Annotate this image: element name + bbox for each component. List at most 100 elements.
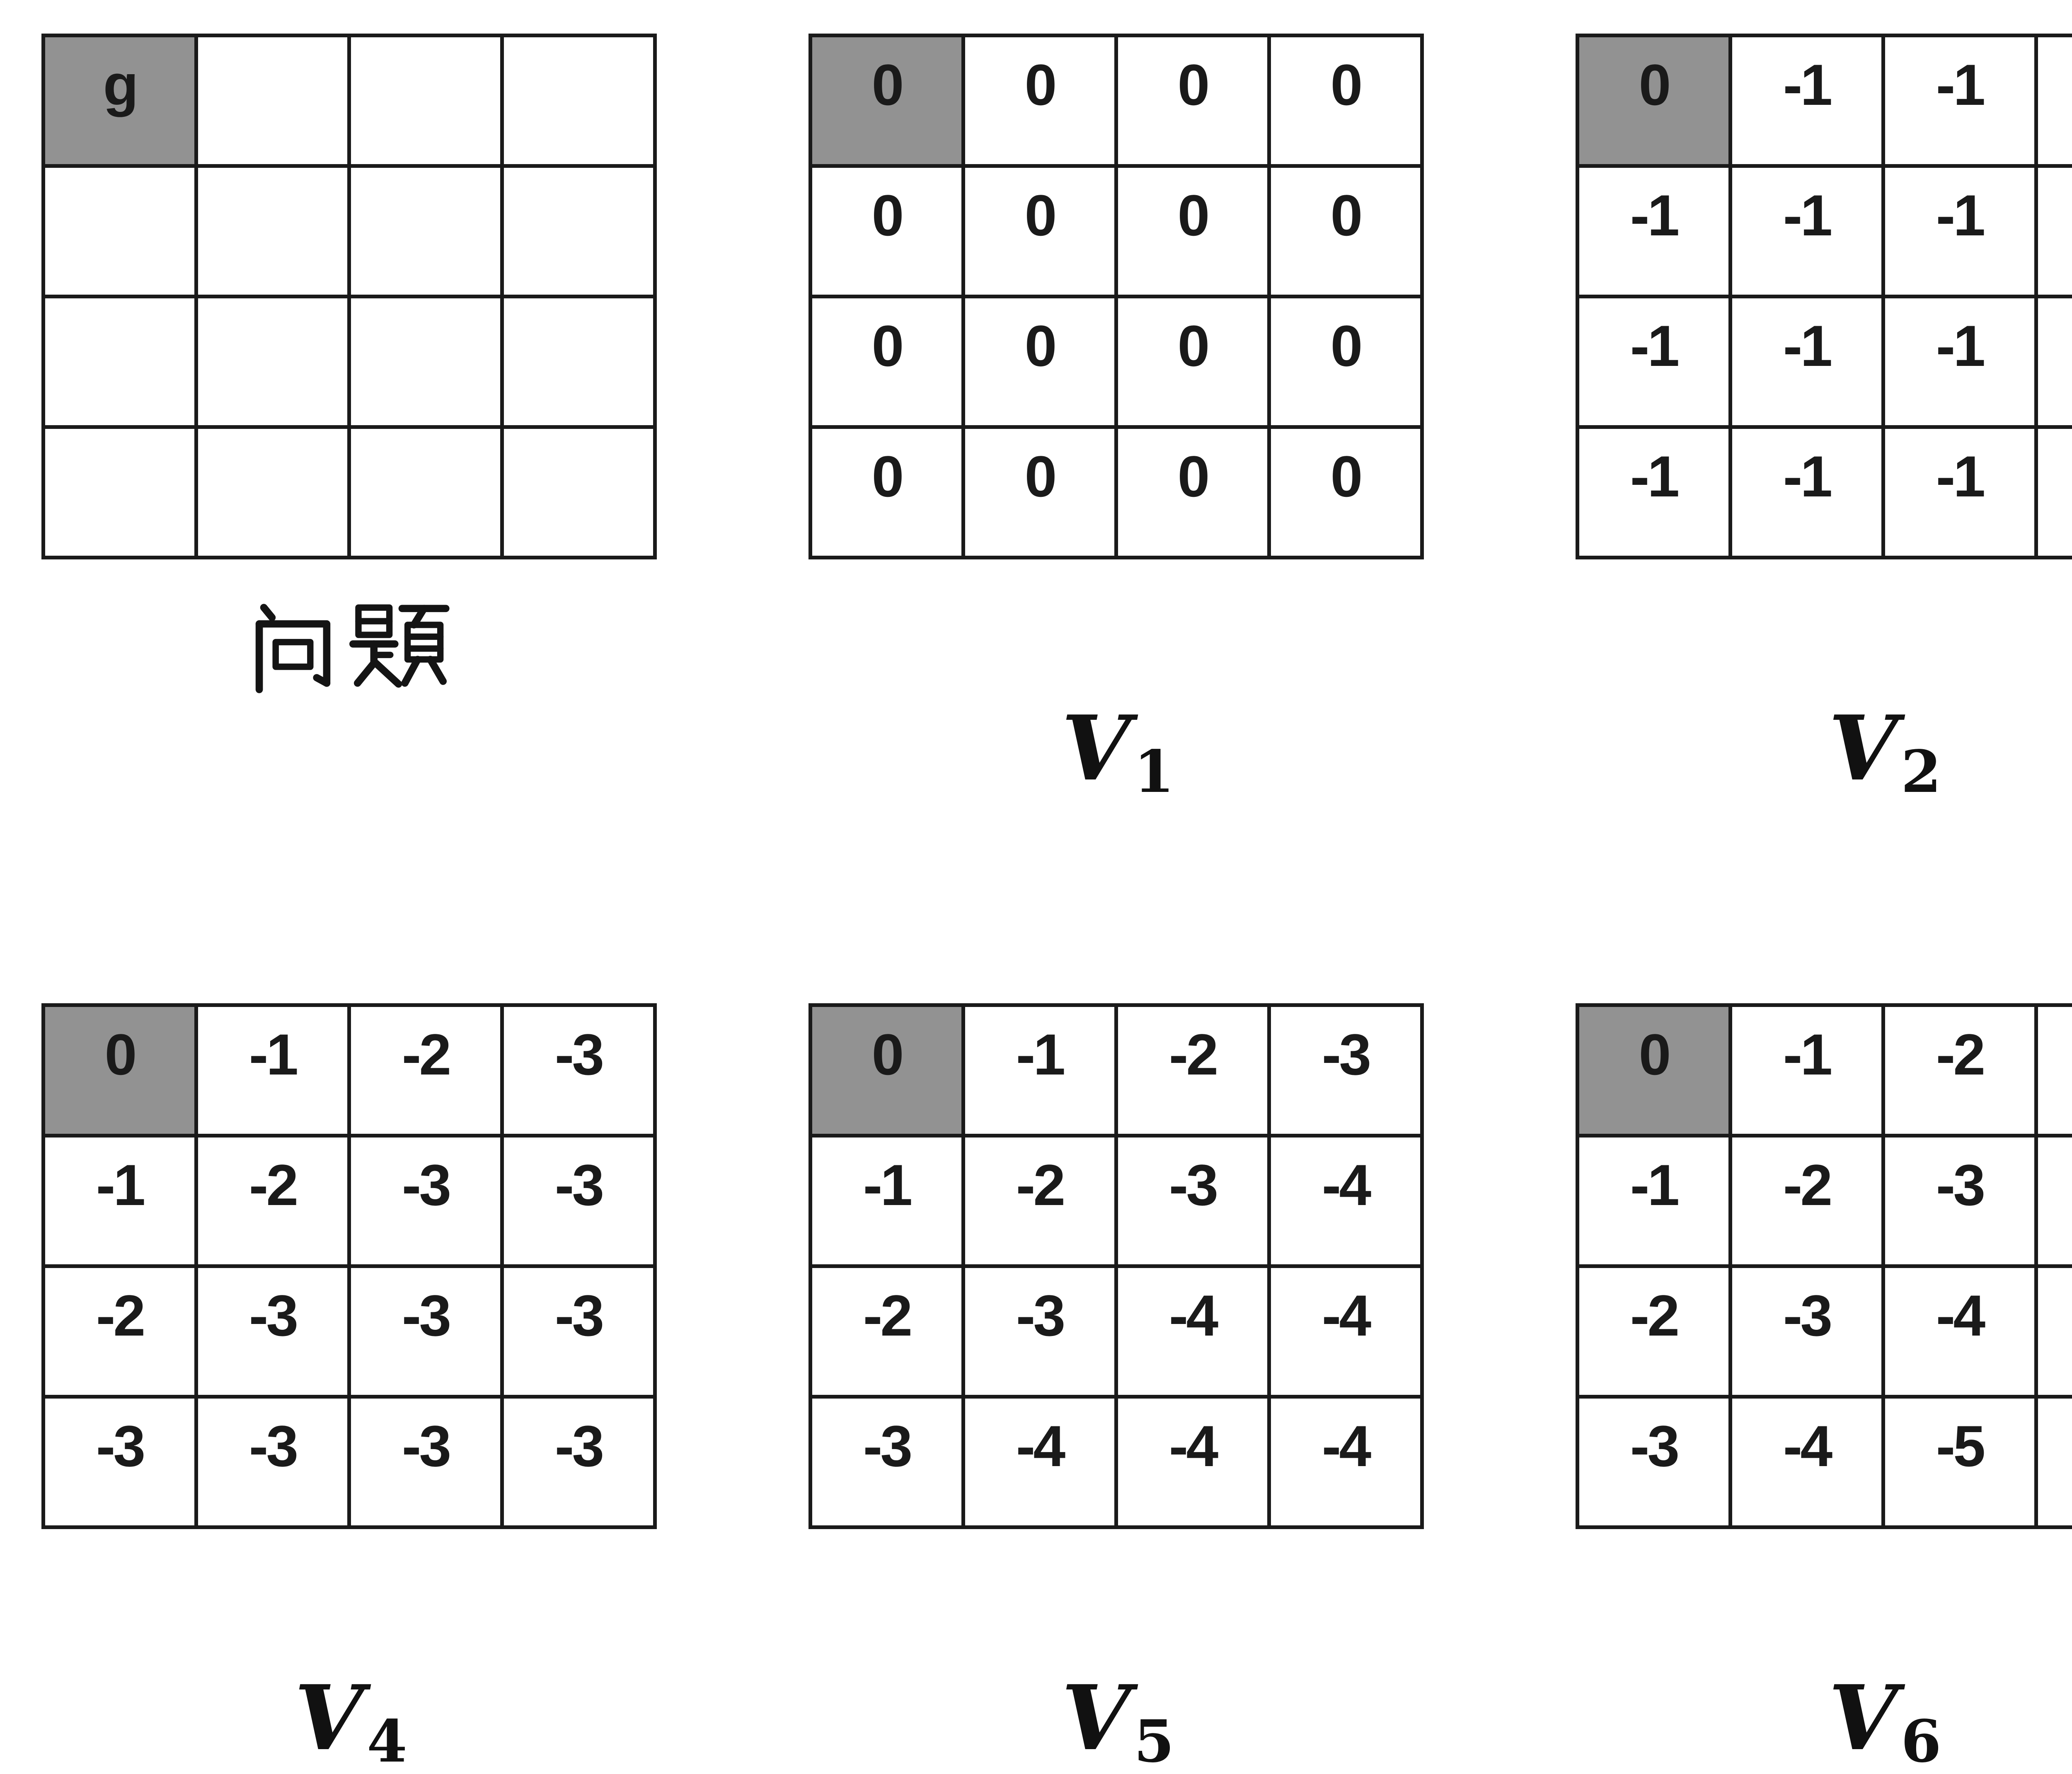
grid-cell [504, 168, 653, 295]
grid-cell: -4 [965, 1399, 1114, 1525]
grid-cell: -3 [1885, 1137, 2034, 1264]
grid-cell: -3 [504, 1268, 653, 1395]
figure-row-top: g 问题 [41, 34, 2072, 808]
value-grid-v6: 0-1-2-3-1-2-3-4-2-3-4-5-3-4-5-5 [1576, 1003, 2072, 1529]
v5-label-subscript: 5 [1134, 1708, 1174, 1774]
grid-cell: -3 [45, 1399, 194, 1525]
grid-cell [45, 298, 194, 425]
goal-cell: 0 [1579, 1007, 1728, 1134]
grid-cell: -1 [2038, 429, 2072, 556]
grid-cell: 0 [1118, 168, 1267, 295]
v1-label-base: V [1061, 695, 1131, 801]
grid-cell: -3 [965, 1268, 1114, 1395]
grid-cell: -4 [1732, 1399, 1881, 1525]
grid-cell: -2 [812, 1268, 961, 1395]
grid-cell: -4 [2038, 1137, 2072, 1264]
grid-cell: -2 [1885, 1007, 2034, 1134]
grid-cell: -1 [1885, 168, 2034, 295]
grid-cell: -1 [1579, 168, 1728, 295]
grid-cell: -2 [1579, 1268, 1728, 1395]
grid-cell: -3 [351, 1137, 500, 1264]
goal-cell: 0 [812, 37, 961, 164]
v2-label-subscript: 2 [1901, 738, 1941, 806]
grid-cell: -4 [1118, 1268, 1267, 1395]
grid-cell: -3 [1732, 1268, 1881, 1395]
v1-label-subscript: 1 [1134, 738, 1174, 806]
grid-cell: 0 [965, 168, 1114, 295]
grid-cell: -3 [198, 1399, 347, 1525]
grid-cell: -1 [1732, 37, 1881, 164]
grid-cell: -4 [1271, 1137, 1420, 1264]
grid-cell [351, 298, 500, 425]
grid-cell [45, 168, 194, 295]
grid-cell: -5 [2038, 1399, 2072, 1525]
goal-cell: 0 [1579, 37, 1728, 164]
grid-cell: -2 [45, 1268, 194, 1395]
grid-cell: -3 [2038, 1007, 2072, 1134]
v6-label-subscript: 6 [1901, 1708, 1941, 1774]
grid-cell [198, 37, 347, 164]
grid-cell: -2 [351, 1007, 500, 1134]
grid-cell: 0 [1118, 37, 1267, 164]
grid-cell: -3 [351, 1399, 500, 1525]
grid-cell: -5 [1885, 1399, 2034, 1525]
grid-cell: -2 [1732, 1137, 1881, 1264]
grid-cell: -3 [504, 1137, 653, 1264]
grid-cell: -3 [504, 1007, 653, 1134]
grid-cell: -1 [2038, 168, 2072, 295]
v4-label-subscript: 4 [367, 1708, 407, 1774]
grid-cell: -1 [2038, 37, 2072, 164]
cjk-ti-glyph [349, 604, 450, 688]
grid-cell [198, 168, 347, 295]
grid-cell [45, 429, 194, 556]
value-grid-v4: 0-1-2-3-1-2-3-3-2-3-3-3-3-3-3-3 [41, 1003, 657, 1529]
grid-cell [504, 298, 653, 425]
grid-cell: -3 [504, 1399, 653, 1525]
grid-cell: -1 [45, 1137, 194, 1264]
grid-cell [504, 37, 653, 164]
grid-cell: 0 [965, 429, 1114, 556]
panel-problem: g 问题 [41, 34, 657, 808]
grid-cell: -3 [812, 1399, 961, 1525]
grid-cell: -3 [198, 1268, 347, 1395]
grid-cell: 0 [1271, 298, 1420, 425]
grid-cell [198, 429, 347, 556]
grid-cell: -1 [812, 1137, 961, 1264]
grid-cell: 0 [1118, 298, 1267, 425]
grid-cell: -1 [1885, 37, 2034, 164]
v5-label-base: V [1061, 1665, 1131, 1770]
grid-cell: 0 [965, 298, 1114, 425]
problem-grid: g [41, 34, 657, 559]
grid-cell: -3 [1271, 1007, 1420, 1134]
grid-cell: 0 [812, 168, 961, 295]
grid-cell [351, 429, 500, 556]
grid-cell: -2 [198, 1137, 347, 1264]
v2-label-base: V [1828, 695, 1898, 801]
grid-cell: 0 [812, 298, 961, 425]
grid-cell [351, 168, 500, 295]
grid-cell: -1 [2038, 298, 2072, 425]
grid-cell: -1 [1885, 429, 2034, 556]
grid-cell: -1 [1579, 429, 1728, 556]
grid-cell: 0 [1271, 37, 1420, 164]
grid-cell: -1 [198, 1007, 347, 1134]
grid-cell: 0 [1271, 168, 1420, 295]
grid-cell: -1 [1885, 298, 2034, 425]
grid-cell: -3 [351, 1268, 500, 1395]
grid-cell: 0 [1118, 429, 1267, 556]
goal-cell: g [45, 37, 194, 164]
grid-cell: -1 [1732, 429, 1881, 556]
grid-cell: -1 [1732, 1007, 1881, 1134]
value-grid-v5: 0-1-2-3-1-2-3-4-2-3-4-4-3-4-4-4 [808, 1003, 1424, 1529]
grid-cell: -1 [1732, 298, 1881, 425]
goal-cell: 0 [45, 1007, 194, 1134]
